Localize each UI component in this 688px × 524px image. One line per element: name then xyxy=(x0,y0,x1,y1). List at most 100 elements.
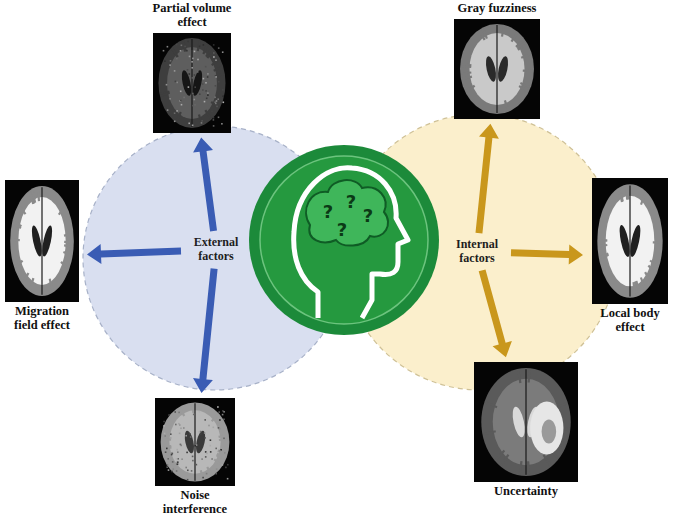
image-detail xyxy=(191,470,193,472)
image-detail xyxy=(629,186,630,297)
image-detail xyxy=(641,278,645,290)
image-detail xyxy=(171,471,173,473)
image-detail xyxy=(501,455,508,466)
image-detail xyxy=(30,278,34,290)
image-detail xyxy=(212,414,219,421)
image-detail xyxy=(196,464,198,466)
image-detail xyxy=(161,92,170,95)
image-detail xyxy=(61,262,69,269)
image-detail xyxy=(544,455,551,466)
image-detail xyxy=(187,69,189,71)
image-detail xyxy=(167,45,169,47)
image-detail xyxy=(598,239,607,241)
image-detail xyxy=(185,467,187,469)
image-detail xyxy=(474,362,578,482)
question-mark: ? xyxy=(359,207,377,225)
image-detail xyxy=(180,444,182,446)
image-detail xyxy=(219,450,221,452)
image-detail xyxy=(186,49,188,51)
image-detail xyxy=(207,73,209,75)
image-detail xyxy=(221,123,223,125)
image-detail xyxy=(202,89,204,91)
image-detail xyxy=(178,412,180,414)
image-detail xyxy=(205,456,207,458)
image-detail xyxy=(223,438,225,440)
image-detail xyxy=(181,458,183,460)
image-detail xyxy=(202,477,204,479)
image-detail xyxy=(227,464,229,466)
question-mark: ? xyxy=(342,193,360,211)
image-detail xyxy=(496,25,497,113)
image-detail xyxy=(167,458,169,460)
image-detail xyxy=(197,71,199,73)
image-detail xyxy=(496,55,510,82)
image-detail xyxy=(650,261,658,268)
mri-slice xyxy=(5,180,79,302)
image-detail xyxy=(206,97,208,99)
image-detail xyxy=(180,445,182,447)
image-detail xyxy=(64,241,73,244)
head-icon xyxy=(294,168,408,318)
image-detail xyxy=(527,462,530,475)
image-detail xyxy=(215,473,217,475)
image-detail xyxy=(181,103,183,105)
image-detail xyxy=(10,186,74,296)
image-detail xyxy=(205,82,207,84)
image-node: Gray fuzziness xyxy=(452,2,542,119)
image-caption: Gray fuzziness xyxy=(452,2,542,16)
image-detail xyxy=(174,112,176,114)
image-detail xyxy=(212,59,220,65)
image-detail xyxy=(170,60,172,62)
image-detail xyxy=(194,403,195,480)
image-detail xyxy=(207,467,212,475)
image-detail xyxy=(186,452,188,454)
image-detail xyxy=(225,467,227,469)
image-node: Uncertainty xyxy=(472,362,580,499)
image-detail xyxy=(218,451,227,454)
image-detail xyxy=(461,64,471,65)
image-detail xyxy=(180,90,182,92)
image-detail xyxy=(484,55,498,82)
image-detail xyxy=(217,98,219,100)
image-detail xyxy=(619,189,622,202)
image-detail xyxy=(166,83,168,85)
image-detail xyxy=(222,95,224,97)
image-node: Local body effect xyxy=(588,178,672,335)
image-detail xyxy=(518,370,520,383)
image-detail xyxy=(461,65,471,68)
image-detail xyxy=(64,245,73,246)
image-detail xyxy=(520,461,522,474)
image-detail xyxy=(168,414,170,416)
image-detail xyxy=(176,112,180,122)
image-detail xyxy=(223,411,225,413)
image-detail xyxy=(215,85,217,87)
image-detail xyxy=(641,193,645,205)
image-detail xyxy=(162,438,172,441)
image-detail xyxy=(179,424,181,426)
image-detail xyxy=(530,402,563,455)
image-detail xyxy=(199,93,201,95)
image-detail xyxy=(214,459,222,465)
image-detail xyxy=(155,398,235,486)
image-detail xyxy=(176,458,178,460)
image-detail xyxy=(172,48,178,57)
image-detail xyxy=(201,458,203,460)
image-detail xyxy=(215,59,217,61)
image-detail xyxy=(199,114,202,125)
image-detail xyxy=(211,101,219,107)
image-detail xyxy=(205,65,207,67)
image-detail xyxy=(177,458,179,460)
image-detail xyxy=(645,272,651,282)
image-detail xyxy=(192,92,194,94)
image-detail xyxy=(175,80,177,82)
image-detail xyxy=(218,411,220,413)
image-detail xyxy=(176,470,178,472)
image-detail xyxy=(32,190,35,203)
image-detail xyxy=(177,463,179,465)
image-detail xyxy=(176,43,178,45)
image-detail xyxy=(529,369,530,382)
image-detail xyxy=(11,239,20,242)
image-detail xyxy=(187,40,189,42)
image-detail xyxy=(172,48,178,57)
mri-slice xyxy=(153,33,231,133)
